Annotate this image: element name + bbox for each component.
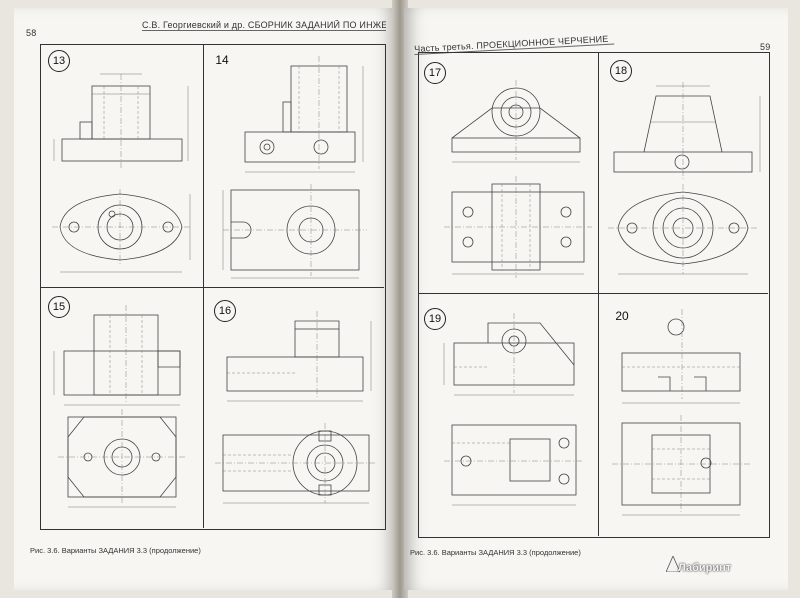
left-frame-divider-h <box>40 287 384 288</box>
left-page <box>14 8 396 590</box>
task-number-16: 16 <box>214 300 236 322</box>
right-frame-divider-v <box>598 52 599 536</box>
right-drawing-frame <box>418 52 770 538</box>
right-page <box>404 8 788 590</box>
task-number-19: 19 <box>424 308 446 330</box>
drawing-14 <box>222 56 367 279</box>
right-frame-divider-h <box>418 293 768 294</box>
right-page-number: 59 <box>760 42 771 52</box>
left-figure-caption: Рис. 3.6. Варианты ЗАДАНИЯ 3.3 (продолже… <box>30 546 201 555</box>
drawing-13 <box>52 73 191 273</box>
task-number-20: 20 <box>612 306 632 326</box>
drawing-17 <box>444 80 592 278</box>
task-number-15: 15 <box>48 296 70 318</box>
task-number-14: 14 <box>212 50 232 70</box>
labirint-logo-icon <box>666 556 680 572</box>
drawing-20 <box>612 309 750 516</box>
drawing-15 <box>53 305 186 508</box>
left-frame-divider-v <box>203 44 204 528</box>
right-figure-caption: Рис. 3.6. Варианты ЗАДАНИЯ 3.3 (продолже… <box>410 548 581 557</box>
task-number-17: 17 <box>424 62 446 84</box>
drawing-16 <box>215 311 375 504</box>
drawing-19 <box>443 313 584 506</box>
watermark-logo: Лабиринт <box>678 562 732 574</box>
drawing-18 <box>608 82 761 275</box>
left-page-number: 58 <box>26 28 37 38</box>
left-running-head: С.В. Георгиевский и др. СБОРНИК ЗАДАНИЙ … <box>142 20 386 31</box>
task-number-13: 13 <box>48 50 70 72</box>
task-number-18: 18 <box>610 60 632 82</box>
